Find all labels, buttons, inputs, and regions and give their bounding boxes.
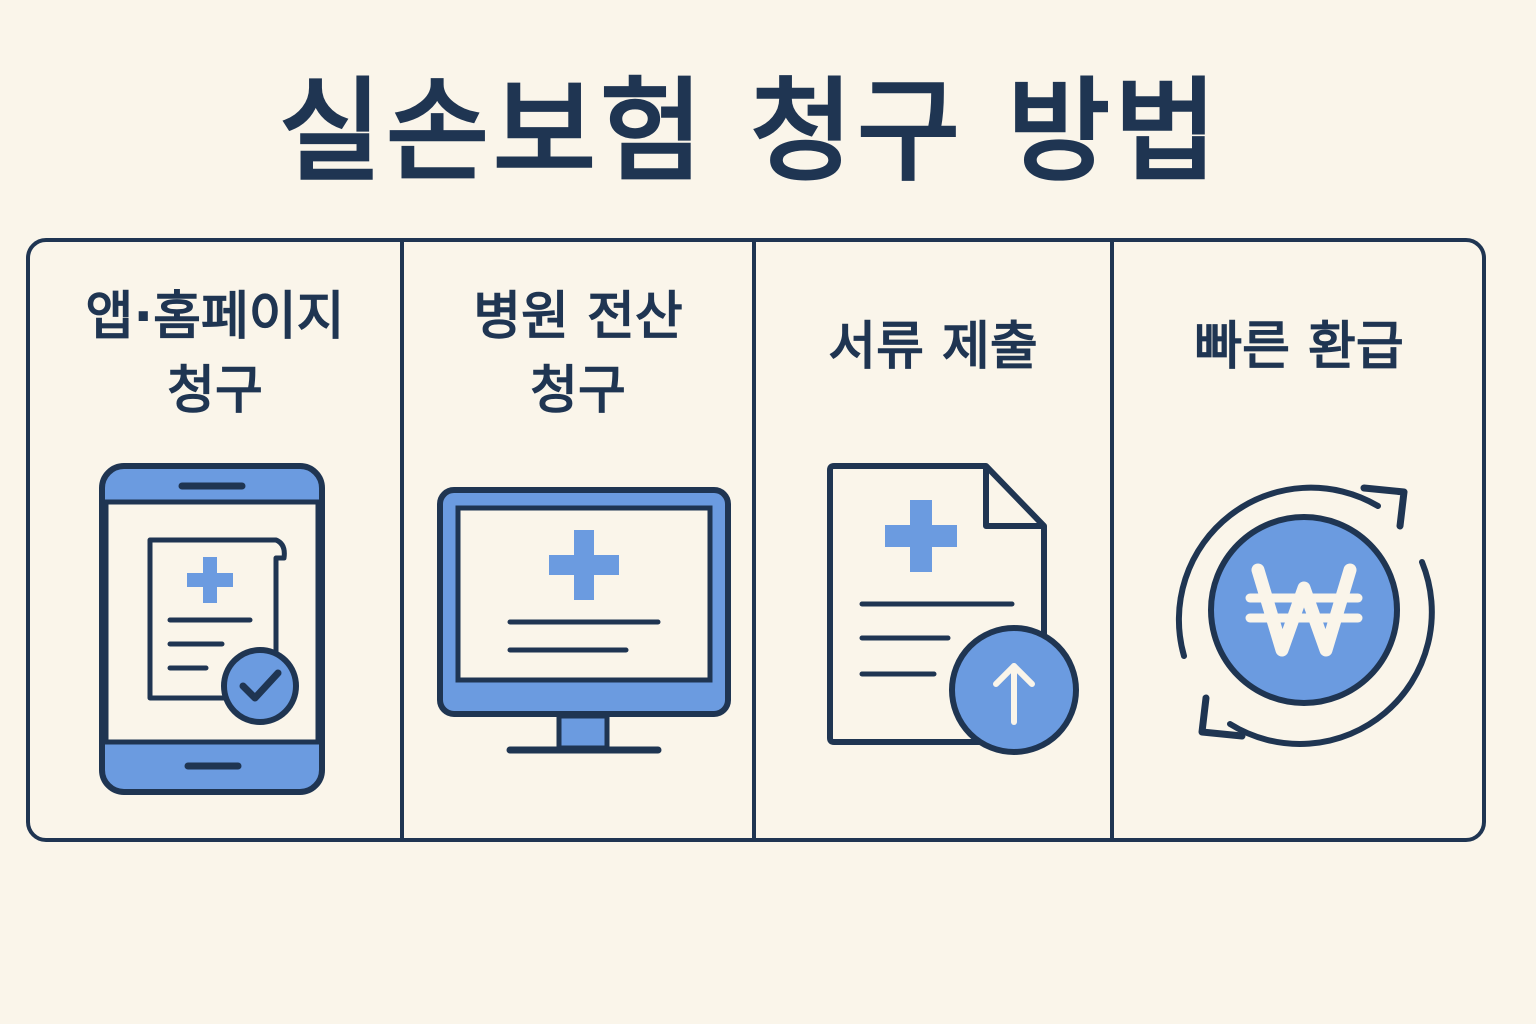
step-label-fast-refund: 빠른 환급	[1194, 317, 1404, 377]
smartphone-document-check-icon	[99, 463, 325, 795]
document-upload-icon	[827, 463, 1079, 755]
panel-divider	[752, 240, 756, 840]
steps-panel	[26, 238, 1486, 842]
monitor-medical-cross-icon	[437, 487, 731, 754]
panel-divider	[1110, 240, 1114, 840]
step-label-hospital-system: 병원 전산 청구	[473, 287, 683, 421]
panel-divider	[400, 240, 404, 840]
step-label-document-submit: 서류 제출	[828, 317, 1038, 377]
won-refresh-icon	[1175, 484, 1435, 747]
step-label-app-homepage: 앱·홈페이지 청구	[85, 287, 345, 421]
page-title: 실손보험 청구 방법	[278, 67, 1222, 197]
